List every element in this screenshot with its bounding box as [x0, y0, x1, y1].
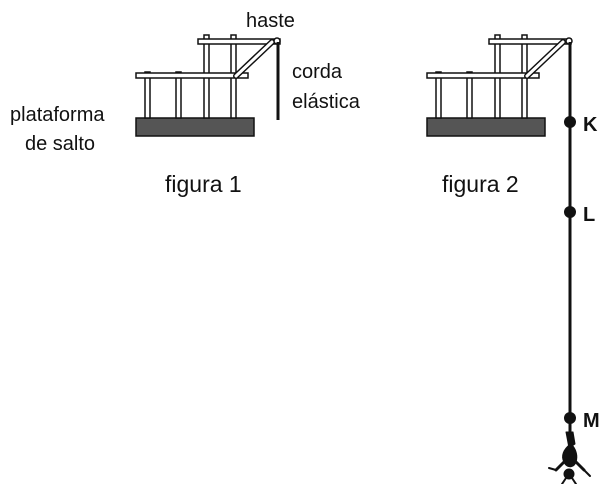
jumper-figure [548, 431, 591, 484]
point-l-label: L [583, 204, 595, 226]
figure-2: K L M figura 2 [426, 34, 600, 484]
point-m-label: M [583, 410, 600, 432]
figure-2-caption: figura 2 [442, 171, 519, 197]
point-k-label: K [583, 114, 598, 136]
figure-1-caption: figura 1 [165, 171, 242, 197]
jump-platform-base [135, 117, 255, 137]
diagonal-brace-2 [524, 39, 566, 79]
diagonal-brace [233, 39, 275, 79]
point-m-dot [564, 412, 576, 424]
plataforma-label-line2: de salto [25, 133, 95, 155]
point-k-dot [564, 116, 576, 128]
figure-1: haste corda elástica plataforma de salto… [10, 10, 361, 197]
haste-label: haste [246, 10, 295, 32]
plataforma-label-line1: plataforma [10, 104, 105, 126]
jump-platform-base-2 [426, 117, 546, 137]
corda-label-line2: elástica [292, 91, 361, 113]
point-l-dot [564, 206, 576, 218]
corda-label-line1: corda [292, 61, 343, 83]
